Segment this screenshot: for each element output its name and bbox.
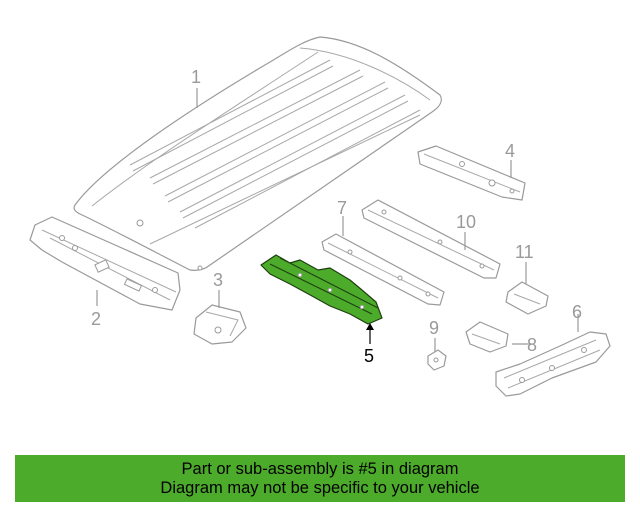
callout-5-arrowhead [366,323,374,330]
callout-1[interactable]: 1 [191,67,201,87]
bracket-part-3[interactable] [193,304,247,345]
banner-line-1: Part or sub-assembly is #5 in diagram [181,459,459,478]
roof-bow-part-5-highlighted[interactable] [260,254,383,325]
callout-10[interactable]: 10 [456,212,476,232]
bracket-part-8[interactable] [465,321,509,353]
callout-8[interactable]: 8 [527,335,537,355]
roof-bow-part-7[interactable] [321,233,445,306]
callout-5[interactable]: 5 [364,346,374,366]
rear-header-part-4[interactable] [417,145,526,201]
bracket-part-11[interactable] [505,281,549,315]
callout-11[interactable]: 11 [515,242,534,262]
callout-7[interactable]: 7 [337,198,347,218]
roof-bow-part-10[interactable] [361,199,501,279]
clip-part-9[interactable] [427,349,447,371]
callout-9[interactable]: 9 [429,318,439,338]
info-banner: Part or sub-assembly is #5 in diagram Di… [15,455,625,502]
front-header-part-2[interactable] [29,216,181,311]
parts-diagram: 1 2 3 4 7 [29,36,611,397]
roof-panel-part-1[interactable] [73,36,442,271]
callout-3[interactable]: 3 [213,270,223,290]
banner-line-2: Diagram may not be specific to your vehi… [160,478,480,497]
callout-6[interactable]: 6 [572,302,582,322]
side-rail-part-6[interactable] [495,331,611,397]
callout-2[interactable]: 2 [91,309,101,329]
callout-4[interactable]: 4 [505,141,515,161]
